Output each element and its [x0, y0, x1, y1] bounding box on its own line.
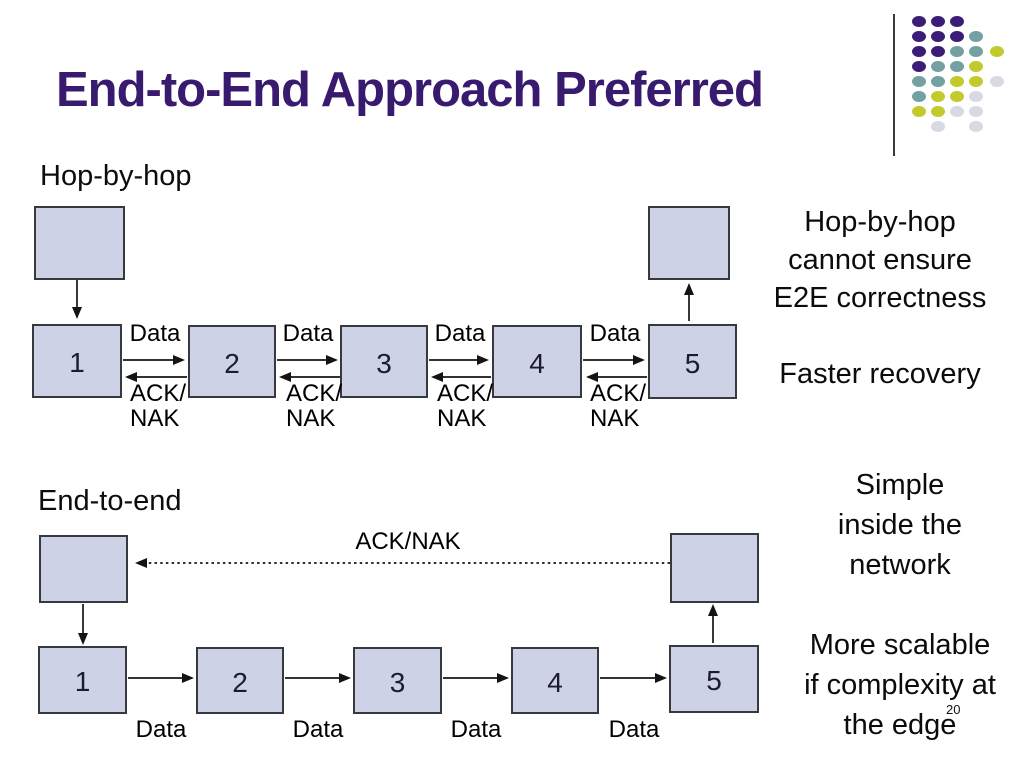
e2e-source-box — [39, 535, 128, 603]
dot — [969, 121, 983, 132]
hbh-node-box-1: 1 — [32, 324, 122, 398]
dot — [950, 46, 964, 57]
decoration-vertical-line — [893, 14, 895, 156]
e2e-data-label-1: Data — [135, 716, 187, 743]
hbh-ack-label-4: ACK/NAK — [590, 381, 646, 431]
dot — [912, 31, 926, 42]
page-title: End-to-End Approach Preferred — [56, 63, 764, 117]
dot — [931, 106, 945, 117]
hbh-node-box-4: 4 — [492, 325, 582, 398]
e2e-data-label-4: Data — [608, 716, 660, 743]
hbh-ack-label-3: ACK/NAK — [437, 381, 493, 431]
e2e-node-box-1: 1 — [38, 646, 127, 714]
dot — [931, 31, 945, 42]
e2e-node-box-2: 2 — [196, 647, 284, 714]
dot — [969, 46, 983, 57]
hbh-ack-label-2: ACK/NAK — [286, 381, 342, 431]
dot — [990, 76, 1004, 87]
page-number: 20 — [946, 702, 961, 717]
e2e-node-box-3: 3 — [353, 647, 442, 714]
dot — [931, 121, 945, 132]
ack-line2: NAK — [130, 405, 180, 432]
dot — [969, 76, 983, 87]
e2e-diagram-label: End-to-end — [38, 485, 182, 517]
ack-line1: ACK/ — [437, 380, 494, 407]
dot — [950, 76, 964, 87]
hbh-ack-label-1: ACK/NAK — [130, 381, 186, 431]
dot — [931, 91, 945, 102]
dot — [990, 46, 1004, 57]
dot — [969, 91, 983, 102]
hbh-data-label-4: Data — [589, 320, 641, 347]
ack-line2: NAK — [286, 405, 336, 432]
dot — [912, 91, 926, 102]
dot — [912, 61, 926, 72]
dot — [969, 106, 983, 117]
e2e-node-box-5: 5 — [669, 645, 759, 713]
hbh-data-label-2: Data — [282, 320, 334, 347]
ack-line2: NAK — [590, 405, 640, 432]
dot — [950, 106, 964, 117]
e2e-data-label-3: Data — [450, 716, 502, 743]
e2e-acknak-label: ACK/NAK — [355, 528, 461, 555]
hbh-node-box-5: 5 — [648, 324, 737, 399]
dot — [912, 76, 926, 87]
ack-line1: ACK/ — [590, 380, 647, 407]
dot — [950, 61, 964, 72]
dot — [912, 46, 926, 57]
dot — [950, 31, 964, 42]
hbh-node-box-2: 2 — [188, 325, 276, 398]
ack-line2: NAK — [437, 405, 487, 432]
hbh-note-2: Faster recovery — [779, 358, 981, 390]
hbh-sink-box — [648, 206, 730, 280]
dot — [912, 106, 926, 117]
hbh-diagram-label: Hop-by-hop — [40, 160, 192, 192]
e2e-sink-box — [670, 533, 759, 603]
ack-line1: ACK/ — [286, 380, 343, 407]
dot — [969, 61, 983, 72]
e2e-node-box-4: 4 — [511, 647, 599, 714]
dot — [912, 16, 926, 27]
dot — [950, 91, 964, 102]
hbh-data-label-1: Data — [129, 320, 181, 347]
hbh-data-label-3: Data — [434, 320, 486, 347]
dot — [950, 16, 964, 27]
e2e-data-label-2: Data — [292, 716, 344, 743]
dot — [931, 46, 945, 57]
hbh-source-box — [34, 206, 125, 280]
ack-line1: ACK/ — [130, 380, 187, 407]
hbh-node-box-3: 3 — [340, 325, 428, 398]
dot — [931, 76, 945, 87]
dot — [969, 31, 983, 42]
dot — [931, 16, 945, 27]
dot — [931, 61, 945, 72]
